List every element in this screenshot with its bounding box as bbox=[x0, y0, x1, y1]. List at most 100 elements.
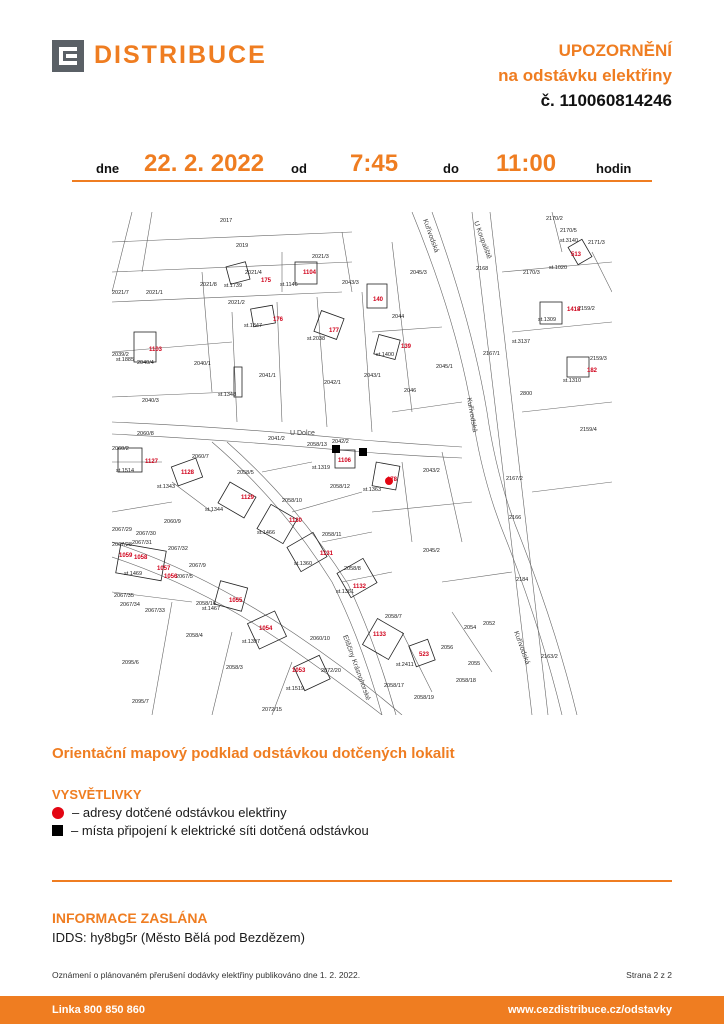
house-number-label: 175 bbox=[261, 278, 272, 284]
parcel-label: 2067/28 bbox=[112, 542, 132, 548]
parcel-label: 2170/2 bbox=[546, 216, 563, 222]
publication-note: Oznámení o plánovaném přerušení dodávky … bbox=[52, 970, 361, 980]
parcel-label: 2045/3 bbox=[410, 270, 427, 276]
building-plot-label: st.1466 bbox=[257, 530, 275, 536]
building-plot-label: st.1310 bbox=[563, 378, 581, 384]
house-number-label: 1056 bbox=[164, 574, 178, 580]
building-plot-label: st.2038 bbox=[307, 336, 325, 342]
parcel-label: 2067/31 bbox=[132, 540, 152, 546]
to-label: do bbox=[443, 161, 459, 176]
parcel-label: 2017 bbox=[220, 218, 232, 224]
red-dot-icon bbox=[52, 806, 64, 819]
house-number-label: 1131 bbox=[320, 551, 334, 557]
house-number-label: 1128 bbox=[181, 470, 195, 476]
info-title: INFORMACE ZASLÁNA bbox=[52, 910, 208, 926]
parcel-label: 2067/5 bbox=[176, 574, 193, 580]
parcel-label: 2021/2 bbox=[228, 300, 245, 306]
parcel-label: 2040/4 bbox=[137, 360, 154, 366]
house-number-label: 1132 bbox=[353, 584, 367, 590]
building-plot-label: st.1363 bbox=[363, 487, 381, 493]
parcel-label: 2168 bbox=[476, 266, 488, 272]
building-plot-label: st.1469 bbox=[124, 571, 142, 577]
house-number-label: 1418 bbox=[567, 307, 581, 313]
parcel-label: 2021/4 bbox=[245, 270, 262, 276]
house-number-label: 140 bbox=[373, 297, 384, 303]
building-plot-label: st.1319 bbox=[312, 465, 330, 471]
parcel-label: 2058/17 bbox=[384, 683, 404, 689]
parcel-label: 2060/10 bbox=[310, 636, 330, 642]
parcel-label: 2184 bbox=[516, 577, 528, 583]
parcel-label: 2067/30 bbox=[136, 531, 156, 537]
parcel-label: 2095/7 bbox=[132, 699, 149, 705]
parcel-label: 2167/2 bbox=[506, 476, 523, 482]
parcel-label: 2021/7 bbox=[112, 290, 129, 296]
building-plot-label: st.1400 bbox=[376, 352, 394, 358]
parcel-label: 2058/7 bbox=[385, 614, 402, 620]
parcel-label: 2043/1 bbox=[364, 373, 381, 379]
legend-item-connection: – místa připojení k elektrické síti dotč… bbox=[52, 823, 369, 838]
parcel-label: 2170/3 bbox=[523, 270, 540, 276]
building-plot-label: st.1514 bbox=[116, 468, 134, 474]
page-number: Strana 2 z 2 bbox=[626, 970, 672, 980]
website-link[interactable]: www.cezdistribuce.cz/odstavky bbox=[507, 1004, 672, 1016]
legend-title: VYSVĚTLIVKY bbox=[52, 787, 142, 802]
building-plot-label: st.1020 bbox=[549, 265, 567, 271]
parcel-label: 2058/11 bbox=[322, 532, 341, 538]
parcel-label: 2054 bbox=[464, 625, 476, 631]
house-number-label: 513 bbox=[571, 252, 582, 258]
house-number-label: 1057 bbox=[157, 566, 171, 572]
building-plot-label: st.1343 bbox=[157, 484, 175, 490]
brand-name: DISTRIBUCE bbox=[94, 41, 267, 69]
parcel-label: 2058/4 bbox=[186, 633, 203, 639]
building-plot-label: st.1146 bbox=[280, 282, 298, 288]
building-plot-label: st.1739 bbox=[224, 283, 242, 289]
hotline: Linka 800 850 860 bbox=[52, 1004, 145, 1016]
parcel-label: 2060/2 bbox=[112, 446, 129, 452]
building-plot-label: st.3137 bbox=[512, 339, 530, 345]
parcel-label: 2041/2 bbox=[268, 436, 285, 442]
parcel-label: 2042/2 bbox=[332, 439, 349, 445]
parcel-label: 2058/5 bbox=[237, 470, 254, 476]
building-plot-label: st.1347 bbox=[244, 323, 262, 329]
house-number-label: 182 bbox=[587, 368, 598, 374]
date-label: dne bbox=[96, 161, 120, 176]
parcel-label: 2095/6 bbox=[122, 660, 139, 666]
info-text: IDDS: hy8bg5r (Město Bělá pod Bezdězem) bbox=[52, 930, 305, 945]
building-plot-label: st.2411 bbox=[396, 662, 414, 668]
building-plot-label: st.1519 bbox=[286, 686, 304, 692]
parcel-label: 2019 bbox=[236, 243, 248, 249]
connection-point-marker bbox=[359, 448, 367, 456]
house-number-label: 1054 bbox=[259, 626, 273, 632]
outage-schedule: dne 22. 2. 2022 od 7:45 do 11:00 hodin bbox=[72, 150, 652, 182]
black-square-icon bbox=[52, 825, 63, 836]
parcel-label: 2163/2 bbox=[541, 654, 558, 660]
parcel-label: 2060/9 bbox=[164, 519, 181, 525]
divider bbox=[52, 880, 672, 882]
street-name-label: Kuřívodská bbox=[512, 630, 531, 665]
unit-label: hodin bbox=[596, 161, 632, 176]
parcel-label: 2058/10 bbox=[282, 498, 302, 504]
parcel-label: 2072/20 bbox=[321, 668, 341, 674]
footer-bar: Linka 800 850 860 www.cezdistribuce.cz/o… bbox=[0, 996, 724, 1024]
building-plot-label: st.1344 bbox=[205, 507, 223, 513]
outage-date: 22. 2. 2022 bbox=[144, 150, 265, 177]
notice-title-line2: na odstávku elektřiny bbox=[498, 66, 672, 85]
house-number-label: 177 bbox=[329, 328, 340, 334]
parcel-label: 2056 bbox=[441, 645, 453, 651]
from-time: 7:45 bbox=[350, 150, 399, 177]
house-number-label: 1133 bbox=[373, 632, 387, 638]
street-name-label: Kuřívodská bbox=[421, 218, 440, 253]
building-plot-label: st.3140 bbox=[560, 238, 578, 244]
house-number-label: 139 bbox=[401, 344, 412, 350]
from-label: od bbox=[291, 161, 307, 176]
affected-address-marker bbox=[385, 477, 393, 485]
house-number-label: 523 bbox=[419, 652, 430, 658]
notice-number: č. 110060814246 bbox=[540, 91, 672, 110]
house-number-label: 176 bbox=[273, 317, 284, 323]
parcel-label: 2170/5 bbox=[560, 228, 577, 234]
street-name-label: U Dolce bbox=[290, 430, 315, 437]
parcel-label: 2039/2 bbox=[112, 352, 129, 358]
house-number-label: 1129 bbox=[241, 495, 255, 501]
parcel-label: 2040/3 bbox=[142, 398, 159, 404]
